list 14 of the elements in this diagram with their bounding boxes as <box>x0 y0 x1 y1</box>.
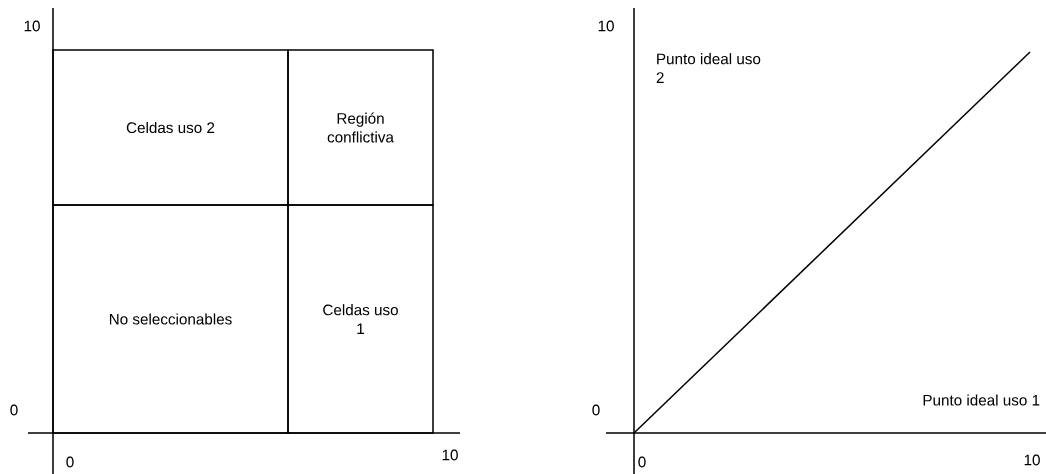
axis-tick-label: 0 <box>592 404 600 416</box>
cell-box: Celdas uso 2 <box>52 49 289 206</box>
point-label: Punto ideal uso 1 <box>923 394 1040 406</box>
cell-box: Celdas uso 1 <box>287 204 434 434</box>
axis-tick-label: 10 <box>24 20 40 32</box>
axis-tick-label: 0 <box>10 404 18 416</box>
point-label: Punto ideal uso 2 <box>656 53 761 83</box>
axis-tick-label: 0 <box>638 456 646 468</box>
cell-box: Región conflictiva <box>287 49 434 206</box>
axis-tick-label: 10 <box>442 449 458 461</box>
axis-tick-label: 10 <box>1024 454 1040 466</box>
axis-tick-label: 10 <box>598 20 614 32</box>
cell-box: No seleccionables <box>52 204 289 434</box>
axis-tick-label: 0 <box>66 456 74 468</box>
